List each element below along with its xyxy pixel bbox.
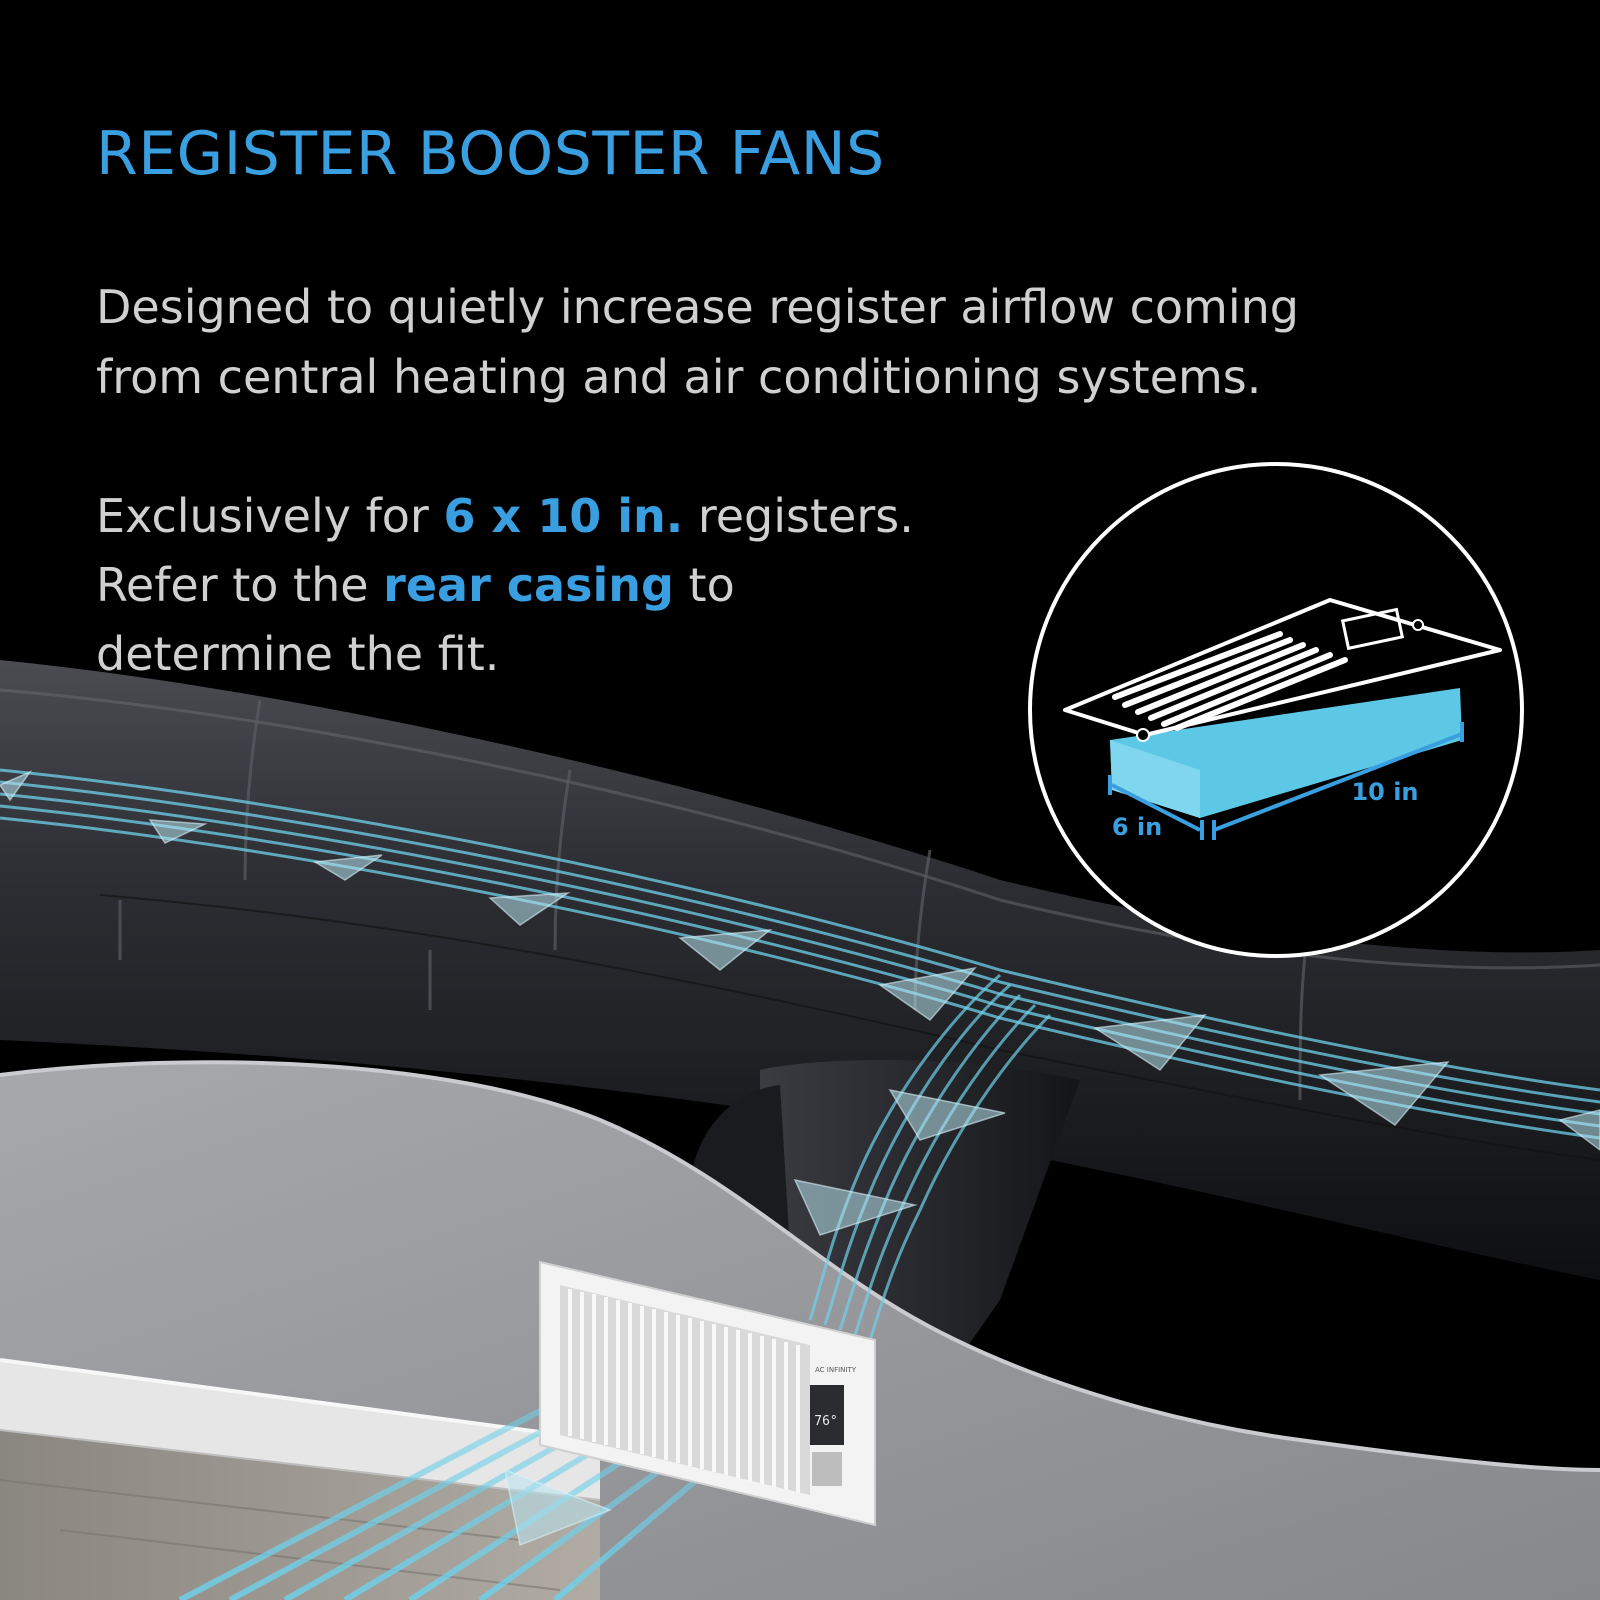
wall-edge <box>0 1060 1600 1472</box>
lcd-temperature: 76° <box>814 1414 837 1429</box>
face-plate-louvers <box>1112 631 1348 731</box>
airflow-arrows <box>0 770 1600 1547</box>
size-highlight: 6 x 10 in. <box>443 489 684 543</box>
fit-text-5: determine the fit. <box>96 627 500 681</box>
main-duct <box>0 660 1600 1280</box>
face-plate <box>1063 598 1502 737</box>
title-text: REGISTER BOOSTER FANS <box>96 119 885 189</box>
register-booster-fan: 76° AC INFINITY <box>539 1260 876 1527</box>
description-line-1: Designed to quietly increase register ai… <box>96 280 1299 334</box>
width-dimension-label: 6 in <box>1112 813 1162 841</box>
control-buttons <box>812 1452 842 1486</box>
fit-diagram: 6 in 10 in <box>1028 462 1524 958</box>
fit-note: Exclusively for 6 x 10 in. registers. Re… <box>96 482 1056 689</box>
baseboard <box>0 1360 600 1500</box>
fit-text-4: to <box>673 558 735 612</box>
casing-highlight: rear casing <box>383 558 674 612</box>
dimension-lines <box>1108 722 1464 840</box>
fit-text-3: Refer to the <box>96 558 384 612</box>
duct-highlight <box>0 688 1600 970</box>
airflow-lines-branch <box>808 973 1052 1341</box>
fit-text-1: Exclusively for <box>96 489 444 543</box>
plate-control-panel <box>1340 607 1405 651</box>
page-title: REGISTER BOOSTER FANS <box>96 118 885 190</box>
diagram-circle <box>1028 462 1524 958</box>
length-dimension-label: 10 in <box>1351 778 1418 806</box>
product-description: Designed to quietly increase register ai… <box>96 272 1576 412</box>
lcd-display <box>810 1385 844 1445</box>
description-line-2: from central heating and air conditionin… <box>96 350 1262 404</box>
device-brand: AC INFINITY <box>815 1366 857 1374</box>
fit-text-2: registers. <box>683 489 914 543</box>
register-louvers <box>568 1289 800 1493</box>
